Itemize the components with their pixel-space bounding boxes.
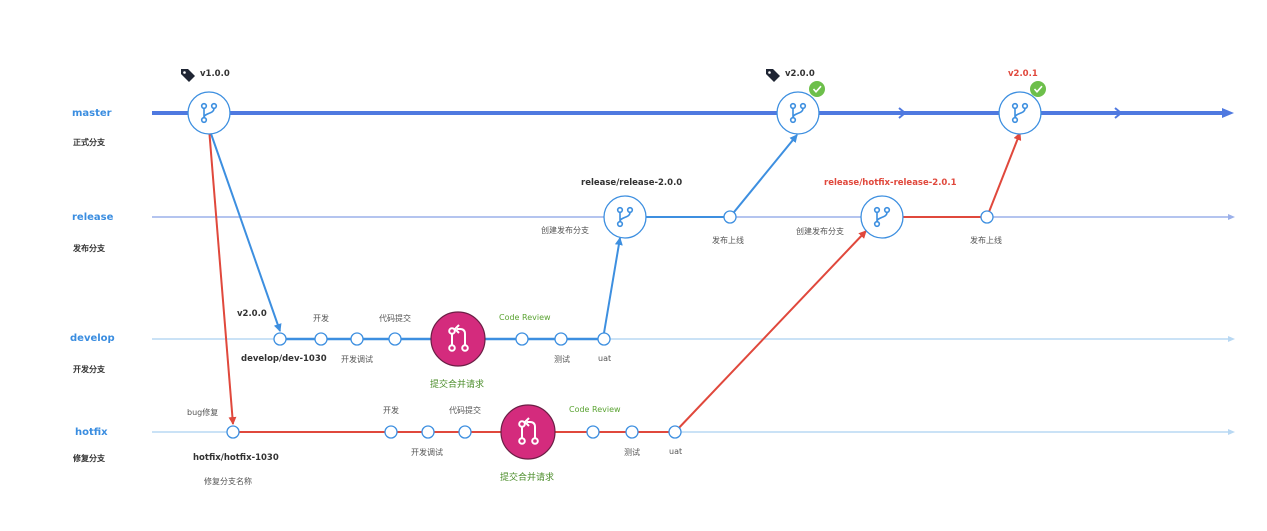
lane-label-hotfix: hotfix <box>75 427 108 438</box>
hotfix-dev-test-label: 开发调试 <box>411 448 443 457</box>
hotfix-review-label: Code Review <box>569 405 621 414</box>
release-create-label-1: 创建发布分支 <box>541 226 589 235</box>
hotfix-commit-nodes <box>226 425 682 439</box>
master-tag-v1: v1.0.0 <box>200 69 230 79</box>
develop-lane-arrowhead <box>1228 336 1235 342</box>
hotfix-commit-node <box>586 425 600 439</box>
release-online-label-1: 发布上线 <box>712 236 744 245</box>
hotfix-commit-node <box>668 425 682 439</box>
release-node-2-0-0 <box>603 195 647 239</box>
tag-icon <box>181 69 195 82</box>
develop-version: v2.0.0 <box>237 309 267 319</box>
master-node-v1 <box>187 91 231 135</box>
hotfix-test-label: 测试 <box>624 448 640 457</box>
hotfix-to-release-arrow <box>674 230 867 433</box>
release-node-2-0-1 <box>860 195 904 239</box>
develop-branch-name: develop/dev-1030 <box>241 354 327 364</box>
lane-label-release: release <box>72 212 114 223</box>
check-icon <box>1029 80 1047 98</box>
master-to-hotfix-arrow <box>208 127 237 425</box>
hotfix-commit-label: 代码提交 <box>449 406 481 415</box>
hotfix-commit-node <box>625 425 639 439</box>
develop-pr-node <box>430 311 486 367</box>
release-to-master-arrow <box>729 134 798 218</box>
hotfix-release-to-master-arrow <box>986 132 1022 218</box>
develop-uat-label: uat <box>598 354 612 363</box>
lane-label-master: master <box>72 108 112 119</box>
develop-review-label: Code Review <box>499 313 551 322</box>
tag-icon <box>766 69 780 82</box>
develop-test-label: 测试 <box>554 355 570 364</box>
lane-desc-release: 发布分支 <box>73 244 105 253</box>
hotfix-uat-label: uat <box>669 447 683 456</box>
lane-desc-master: 正式分支 <box>73 138 105 147</box>
master-to-develop-arrow <box>208 127 282 332</box>
release-online-label-2: 发布上线 <box>970 236 1002 245</box>
release-branch-2-0-1: release/hotfix-release-2.0.1 <box>824 178 957 188</box>
develop-to-release-arrow <box>603 237 623 334</box>
hotfix-commit-node <box>384 425 398 439</box>
master-lane-chevron <box>1114 107 1123 119</box>
develop-commit-nodes <box>273 332 611 346</box>
check-icon <box>808 80 826 98</box>
master-node-v2-0-1 <box>998 91 1042 135</box>
hotfix-commit-node <box>458 425 472 439</box>
develop-commit-node <box>597 332 611 346</box>
master-tag-v2: v2.0.0 <box>785 69 815 79</box>
hotfix-lane-arrowhead <box>1228 429 1235 435</box>
hotfix-branch-name: hotfix/hotfix-1030 <box>193 453 279 463</box>
master-node-v2 <box>776 91 820 135</box>
master-lane-arrowhead <box>1222 108 1234 118</box>
hotfix-commit-node <box>421 425 435 439</box>
develop-commit-node <box>273 332 287 346</box>
hotfix-pr-label: 提交合并请求 <box>500 473 555 483</box>
develop-commit-node <box>350 332 364 346</box>
master-lane-chevron <box>898 107 907 119</box>
master-tag-v2-0-1: v2.0.1 <box>1008 69 1038 79</box>
release-branch-2-0-0: release/release-2.0.0 <box>581 178 683 188</box>
release-create-label-2: 创建发布分支 <box>796 227 844 236</box>
develop-commit-node <box>388 332 402 346</box>
hotfix-dev-label: 开发 <box>383 406 399 415</box>
hotfix-bugfix-label: bug修复 <box>187 408 219 417</box>
develop-commit-node <box>554 332 568 346</box>
hotfix-commit-node <box>226 425 240 439</box>
develop-commit-node <box>515 332 529 346</box>
hotfix-pr-node <box>500 404 556 460</box>
develop-pr-label: 提交合并请求 <box>430 380 485 390</box>
release-lane-arrowhead <box>1228 214 1235 220</box>
develop-commit-label: 代码提交 <box>379 314 411 323</box>
release-online-node <box>723 210 737 224</box>
release-online-node <box>980 210 994 224</box>
lane-desc-develop: 开发分支 <box>73 365 105 374</box>
hotfix-branch-name-note: 修复分支名称 <box>204 477 252 486</box>
develop-commit-node <box>314 332 328 346</box>
develop-dev-test-label: 开发调试 <box>341 355 373 364</box>
lane-desc-hotfix: 修复分支 <box>73 454 105 463</box>
lane-label-develop: develop <box>70 333 115 344</box>
develop-dev-label: 开发 <box>313 314 329 323</box>
